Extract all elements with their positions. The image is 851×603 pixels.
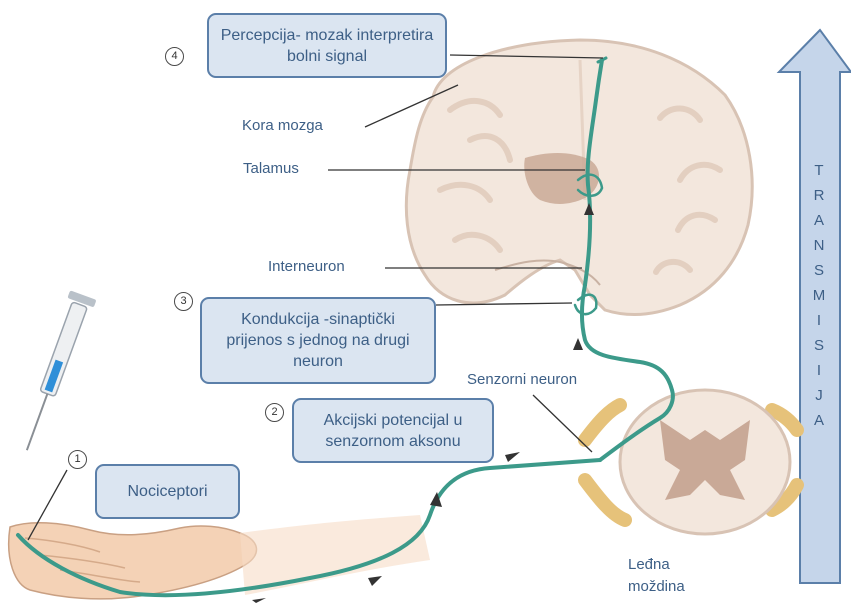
- transmission-letter: R: [807, 187, 831, 204]
- transmission-letter: I: [807, 362, 831, 379]
- step-2-number: 2: [265, 403, 284, 422]
- perception-text: Percepcija- mozak interpretira bolni sig…: [219, 25, 435, 67]
- transmission-letter: A: [807, 212, 831, 229]
- conduction-text: Kondukcija -sinaptički prijenos s jednog…: [216, 309, 420, 372]
- spinal-cord-label-line2: moždina: [628, 578, 685, 595]
- nociceptors-text: Nociceptori: [127, 481, 207, 502]
- transmission-letter: S: [807, 262, 831, 279]
- thalamus-label: Talamus: [243, 160, 299, 177]
- step-1-number: 1: [68, 450, 87, 469]
- action-potential-box: Akcijski potencijal u senzornom aksonu: [292, 398, 494, 463]
- hand-illustration: [9, 515, 430, 599]
- sensory-neuron-label: Senzorni neuron: [467, 371, 577, 388]
- step-3-number: 3: [174, 292, 193, 311]
- nociceptors-box: Nociceptori: [95, 464, 240, 519]
- transmission-letter: I: [807, 312, 831, 329]
- transmission-letter: N: [807, 237, 831, 254]
- perception-box: Percepcija- mozak interpretira bolni sig…: [207, 13, 447, 78]
- transmission-letter: A: [807, 412, 831, 429]
- conduction-box: Kondukcija -sinaptički prijenos s jednog…: [200, 297, 436, 384]
- step-4-number: 4: [165, 47, 184, 66]
- interneuron-label: Interneuron: [268, 258, 345, 275]
- action-potential-text: Akcijski potencijal u senzornom aksonu: [304, 410, 482, 452]
- brain-illustration: [406, 40, 752, 315]
- cortex-label: Kora mozga: [242, 117, 323, 134]
- transmission-letter: S: [807, 337, 831, 354]
- transmission-letter: J: [807, 387, 831, 404]
- spinal-cord-section: [585, 390, 797, 534]
- transmission-letter: M: [807, 287, 831, 304]
- spinal-cord-label-line1: Leđna: [628, 556, 670, 573]
- transmission-letter: T: [807, 162, 831, 179]
- syringe-illustration: [14, 290, 97, 455]
